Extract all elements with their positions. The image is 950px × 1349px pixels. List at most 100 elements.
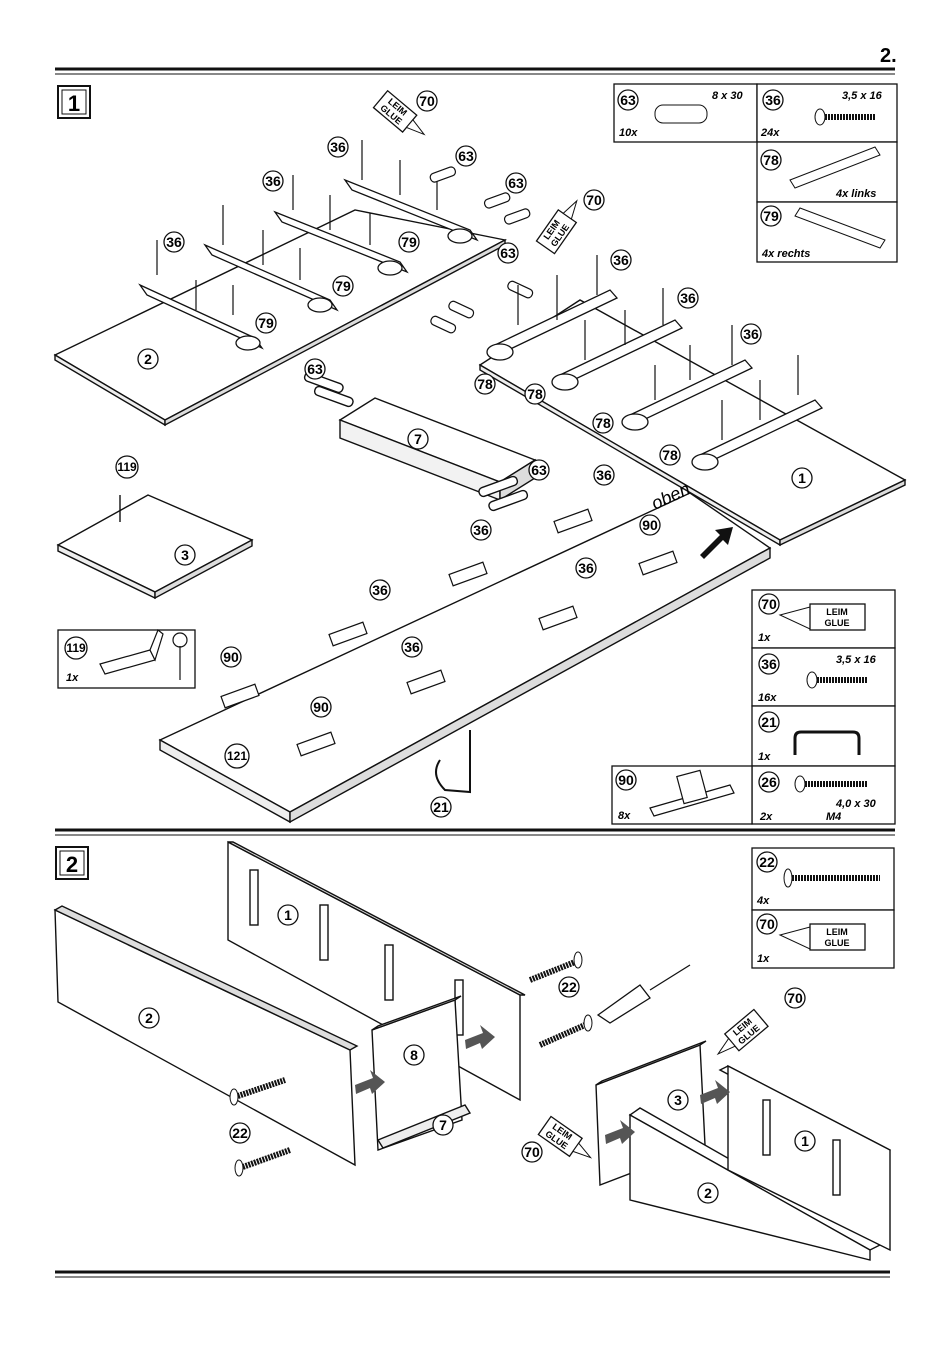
screws-step1-left (156, 140, 438, 315)
angle-bracket-icon (99, 629, 188, 680)
svg-text:121: 121 (227, 749, 247, 763)
svg-text:8: 8 (410, 1047, 418, 1063)
panel-1-step2-right (718, 1064, 891, 1252)
runner-right-icon (794, 207, 886, 249)
svg-text:36: 36 (765, 92, 781, 108)
svg-text:70: 70 (787, 990, 803, 1006)
svg-text:22: 22 (561, 979, 577, 995)
glue-bottle-icon: LEIM GLUE (778, 603, 866, 631)
svg-text:2: 2 (145, 1010, 153, 1026)
svg-text:LEIM: LEIM (826, 927, 848, 937)
svg-text:36: 36 (680, 290, 696, 306)
svg-text:36: 36 (578, 560, 594, 576)
clip-icon (649, 769, 735, 817)
arrows-step2 (355, 1025, 730, 1144)
clips-step1 (220, 508, 678, 757)
svg-text:8x: 8x (618, 810, 631, 822)
svg-text:21: 21 (761, 714, 777, 730)
svg-text:70: 70 (761, 596, 777, 612)
svg-text:78: 78 (477, 376, 493, 392)
svg-text:4,0 x 30: 4,0 x 30 (835, 798, 877, 810)
svg-text:36: 36 (613, 252, 629, 268)
svg-text:1: 1 (284, 907, 292, 923)
svg-text:7: 7 (414, 431, 422, 447)
parts-box-119: 119 1x (57, 629, 196, 689)
svg-text:90: 90 (223, 649, 239, 665)
glue-bottle-icon: LEIM GLUE (778, 923, 866, 951)
svg-text:1x: 1x (758, 751, 771, 763)
svg-text:63: 63 (531, 462, 547, 478)
svg-text:36: 36 (404, 639, 420, 655)
screw-icon (806, 671, 868, 689)
svg-text:3,5 x 16: 3,5 x 16 (842, 90, 883, 102)
svg-text:GLUE: GLUE (824, 938, 849, 948)
svg-text:36: 36 (330, 139, 346, 155)
svg-text:90: 90 (642, 517, 658, 533)
svg-text:10x: 10x (619, 127, 638, 139)
svg-text:36: 36 (761, 656, 777, 672)
svg-text:90: 90 (313, 699, 329, 715)
step-2-badge: 2 (55, 846, 89, 880)
svg-text:4x: 4x (756, 895, 770, 907)
svg-text:79: 79 (335, 278, 351, 294)
svg-text:63: 63 (307, 361, 323, 377)
svg-text:78: 78 (595, 415, 611, 431)
handle-21 (435, 730, 471, 794)
svg-text:63: 63 (458, 148, 474, 164)
svg-text:2x: 2x (759, 811, 773, 823)
parts-table-step2: 22 4x 70 1x LEIM GLUE (751, 847, 895, 969)
svg-text:1: 1 (68, 91, 80, 116)
glue-bottle-icon: LEIM GLUE (535, 199, 578, 255)
panel-8-step2 (371, 995, 472, 1151)
panel-7-step1 (303, 371, 537, 512)
svg-text:78: 78 (527, 386, 543, 402)
svg-text:1: 1 (801, 1133, 809, 1149)
svg-text:63: 63 (508, 175, 524, 191)
svg-text:2: 2 (704, 1185, 712, 1201)
parts-table-mid: 70 1x LEIM GLUE 36 3,5 x 16 16x 21 1x 26… (611, 589, 896, 825)
svg-text:70: 70 (419, 93, 435, 109)
svg-text:22: 22 (232, 1125, 248, 1141)
runners-78 (486, 289, 824, 471)
handle-icon (793, 730, 861, 755)
svg-text:63: 63 (620, 92, 636, 108)
svg-text:26: 26 (761, 774, 777, 790)
glue-bottle-icon: LEIM GLUE (716, 1008, 769, 1056)
svg-text:70: 70 (759, 916, 775, 932)
svg-text:63: 63 (500, 245, 516, 261)
svg-text:90: 90 (618, 772, 634, 788)
svg-text:3,5 x 16: 3,5 x 16 (836, 654, 877, 666)
screws-step1-right (517, 255, 799, 440)
glue-bottle-icon: LEIM GLUE (537, 1115, 593, 1159)
direction-arrow-icon (700, 527, 733, 559)
svg-text:1: 1 (798, 470, 806, 486)
svg-text:36: 36 (166, 234, 182, 250)
svg-text:36: 36 (372, 582, 388, 598)
parts-table-top: 63 8 x 30 10x 36 3,5 x 16 24x 78 4x link… (613, 83, 898, 263)
svg-text:79: 79 (258, 315, 274, 331)
svg-text:M4: M4 (826, 811, 841, 823)
svg-text:119: 119 (117, 460, 137, 474)
bolts-22 (229, 951, 593, 1177)
panel-2-step2-front (53, 905, 359, 1167)
screw-icon (814, 108, 875, 126)
svg-text:36: 36 (473, 522, 489, 538)
svg-text:70: 70 (586, 192, 602, 208)
svg-text:119: 119 (66, 641, 86, 655)
svg-text:36: 36 (596, 467, 612, 483)
svg-text:GLUE: GLUE (824, 618, 849, 628)
runners-79 (138, 178, 479, 351)
runner-left-icon (789, 146, 881, 189)
svg-text:70: 70 (524, 1144, 540, 1160)
svg-text:16x: 16x (758, 692, 777, 704)
svg-text:8 x 30: 8 x 30 (712, 90, 743, 102)
panel-121-step1 (158, 492, 772, 824)
screwdriver-icon (596, 964, 691, 1024)
svg-text:36: 36 (743, 326, 759, 342)
svg-text:LEIM: LEIM (826, 607, 848, 617)
svg-text:4x links: 4x links (835, 188, 876, 200)
page-number: 2. (880, 45, 897, 67)
svg-text:22: 22 (759, 854, 775, 870)
